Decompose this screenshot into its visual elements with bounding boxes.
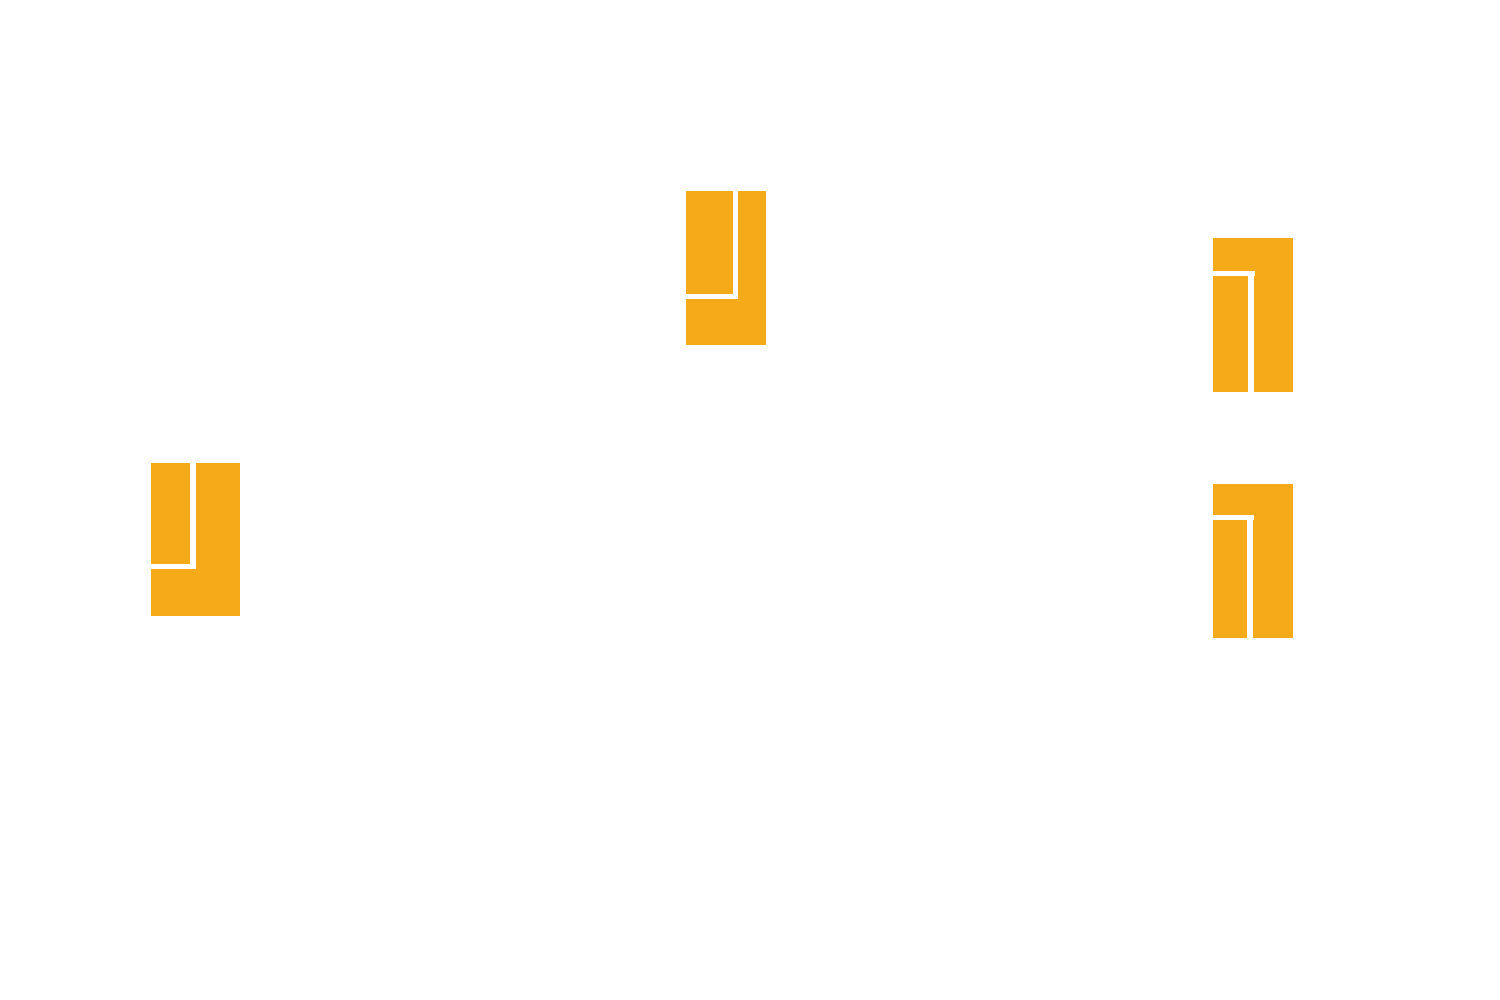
bracket-icon bbox=[686, 191, 766, 345]
bracket-icon bbox=[1213, 238, 1293, 392]
bracket-icon bbox=[151, 463, 240, 616]
bracket-icon bbox=[1213, 484, 1293, 638]
